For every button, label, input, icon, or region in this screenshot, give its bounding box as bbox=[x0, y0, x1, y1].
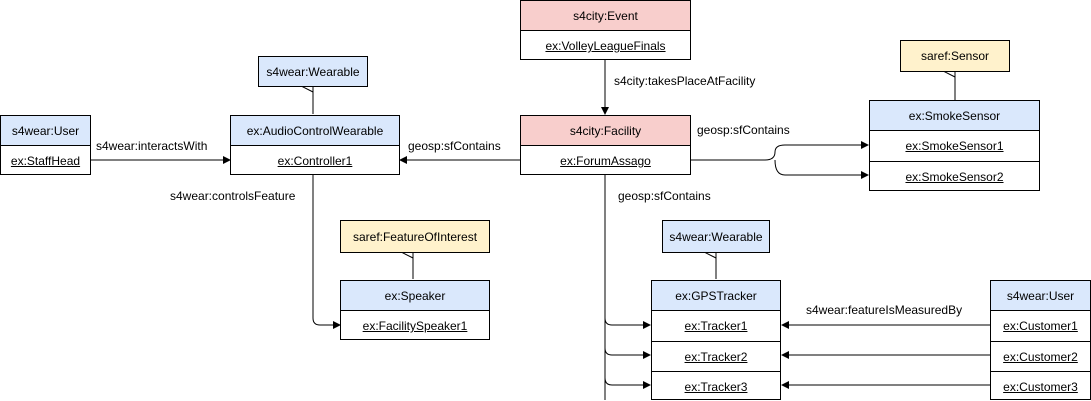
node-header: s4wear:User bbox=[991, 281, 1090, 311]
instance-label: ex:Tracker1 bbox=[684, 319, 748, 333]
speaker-node[interactable]: ex:Speaker ex:FacilitySpeaker1 bbox=[340, 280, 490, 340]
edge-label-controls-feature: s4wear:controlsFeature bbox=[170, 189, 296, 203]
instance-label: ex:Customer3 bbox=[991, 371, 1090, 401]
edge-label-contains-left: geosp:sfContains bbox=[408, 139, 501, 153]
wearable-class-mid[interactable]: s4wear:Wearable bbox=[662, 220, 770, 253]
facility-node[interactable]: s4city:Facility ex:ForumAssago bbox=[520, 115, 691, 175]
class-label: s4wear:Wearable bbox=[669, 229, 763, 244]
node-header: s4city:Facility bbox=[521, 116, 690, 146]
smoke-sensor-node[interactable]: ex:SmokeSensor ex:SmokeSensor1 ex:SmokeS… bbox=[869, 100, 1040, 191]
edge-contains-right-1 bbox=[690, 141, 869, 161]
instance-label: ex:Tracker3 bbox=[652, 371, 780, 401]
edge-controls-feature bbox=[312, 175, 341, 329]
audio-wearable-node[interactable]: ex:AudioControlWearable ex:Controller1 bbox=[230, 115, 400, 175]
node-header: ex:GPSTracker bbox=[652, 281, 780, 311]
node-header: ex:SmokeSensor bbox=[870, 101, 1039, 131]
instance-label: ex:Customer2 bbox=[991, 341, 1090, 371]
edge-contains-tracker2 bbox=[604, 347, 651, 359]
edge-label-contains-bottom: geosp:sfContains bbox=[618, 189, 711, 203]
instance-label: ex:StaffHead bbox=[10, 154, 81, 168]
user-node-left[interactable]: s4wear:User ex:StaffHead bbox=[0, 115, 91, 175]
class-label: saref:Sensor bbox=[920, 49, 990, 63]
node-header: s4wear:User bbox=[1, 116, 90, 146]
edge-contains-tracker3 bbox=[604, 377, 651, 389]
user-node-right[interactable]: s4wear:User ex:Customer1 ex:Customer2 ex… bbox=[990, 280, 1091, 400]
edge-label-interacts-with: s4wear:interactsWith bbox=[96, 139, 208, 153]
instance-label: ex:FacilitySpeaker1 bbox=[362, 319, 468, 333]
instance-label: ex:VolleyLeagueFinals bbox=[545, 39, 666, 53]
instance-label: ex:ForumAssago bbox=[560, 154, 651, 168]
feature-of-interest-class[interactable]: saref:FeatureOfInterest bbox=[340, 220, 490, 253]
edge-label-measured-by: s4wear:featureIsMeasuredBy bbox=[806, 303, 963, 317]
wearable-class-top[interactable]: s4wear:Wearable bbox=[258, 56, 368, 87]
edge-label-contains-right: geosp:sfContains bbox=[697, 123, 790, 137]
instance-label: ex:Tracker2 bbox=[652, 341, 780, 371]
node-header: ex:Speaker bbox=[341, 281, 489, 311]
node-header: s4city:Event bbox=[521, 1, 690, 31]
node-header: ex:AudioControlWearable bbox=[231, 116, 399, 146]
event-node[interactable]: s4city:Event ex:VolleyLeagueFinals bbox=[520, 0, 691, 60]
edge-contains-right-2 bbox=[774, 159, 869, 179]
instance-label: ex:SmokeSensor2 bbox=[870, 161, 1039, 191]
class-label: saref:FeatureOfInterest bbox=[352, 229, 478, 244]
instance-label: ex:Controller1 bbox=[277, 154, 353, 168]
edge-label-takes-place: s4city:takesPlaceAtFacility bbox=[614, 74, 756, 88]
instance-label: ex:SmokeSensor1 bbox=[905, 139, 1004, 153]
edge-contains-tracker1 bbox=[604, 317, 651, 329]
sensor-class[interactable]: saref:Sensor bbox=[900, 40, 1010, 72]
gps-tracker-node[interactable]: ex:GPSTracker ex:Tracker1 ex:Tracker2 ex… bbox=[651, 280, 781, 400]
instance-label: ex:Customer1 bbox=[1003, 319, 1078, 333]
class-label: s4wear:Wearable bbox=[266, 64, 360, 79]
